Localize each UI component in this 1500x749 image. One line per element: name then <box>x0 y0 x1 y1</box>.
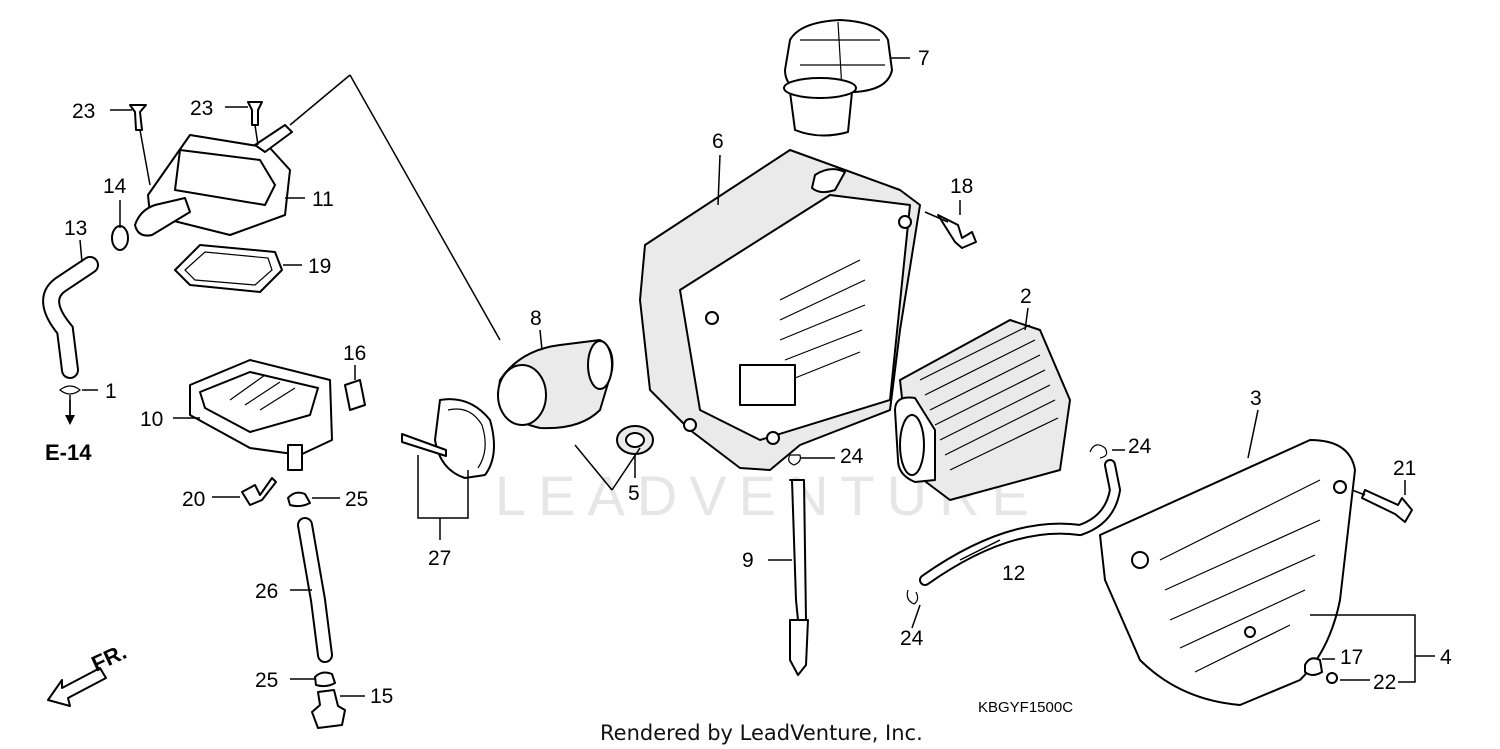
part-22-screw <box>1326 672 1338 684</box>
part-20-bolt <box>241 477 277 506</box>
callout-12: 12 <box>1002 562 1025 585</box>
callout-13: 13 <box>64 217 87 240</box>
part-9-drain-tube <box>789 479 809 676</box>
callout-20: 20 <box>182 488 205 511</box>
callout-8: 8 <box>530 307 542 330</box>
part-5-grommet <box>616 425 654 455</box>
callout-25-top: 25 <box>345 488 368 511</box>
callout-24-mid: 24 <box>840 445 864 468</box>
callout-7: 7 <box>918 47 930 70</box>
callout-1: 1 <box>105 380 117 403</box>
part-21-bolt <box>1361 489 1413 523</box>
callout-10: 10 <box>140 408 163 431</box>
callout-3: 3 <box>1250 387 1262 410</box>
part-1-clip <box>59 385 81 395</box>
callout-18: 18 <box>950 175 973 198</box>
callout-25-bottom: 25 <box>255 669 278 692</box>
callout-23-right: 23 <box>190 97 213 120</box>
part-23-screw-left <box>129 104 151 186</box>
callout-26: 26 <box>255 580 278 603</box>
part-24-clip-right <box>1089 444 1108 459</box>
callout-labels: 7 6 18 2 3 24 24 24 21 12 9 8 5 27 11 19… <box>45 47 1452 708</box>
callout-24-right: 24 <box>1128 435 1152 458</box>
part-26-hose <box>297 517 333 663</box>
part-15-drain-plug <box>311 689 346 729</box>
callout-27: 27 <box>428 547 451 570</box>
part-13-breather-hose <box>42 256 99 379</box>
figure-code: KBGYF1500C <box>978 699 1073 716</box>
part-10-breather-case <box>189 359 333 471</box>
part-27-band-clamp <box>401 398 495 479</box>
callout-24-lower: 24 <box>900 627 924 650</box>
callout-17: 17 <box>1340 646 1363 669</box>
callout-19: 19 <box>308 255 331 278</box>
part-17-grommet <box>1304 657 1323 676</box>
part-3-side-cover <box>1099 439 1356 706</box>
callout-22: 22 <box>1373 671 1396 694</box>
part-11-breather-cover <box>134 124 293 237</box>
callout-14: 14 <box>103 175 127 198</box>
callout-16: 16 <box>343 342 366 365</box>
part-25-clip-top <box>287 491 311 508</box>
part-24-clip-lower <box>906 589 919 605</box>
part-16-clip <box>344 379 366 411</box>
callout-11: 11 <box>312 188 334 211</box>
part-14-o-ring <box>111 225 129 251</box>
callout-15: 15 <box>370 685 393 708</box>
callout-4: 4 <box>1440 646 1452 669</box>
part-19-gasket <box>174 244 283 293</box>
part-25-clip-bottom <box>314 671 336 688</box>
part-23-screw-right <box>247 101 263 146</box>
front-direction-arrow: FR. <box>47 639 130 707</box>
credit-line: Rendered by LeadVenture, Inc. <box>600 721 923 745</box>
callout-5: 5 <box>628 482 640 505</box>
callout-6: 6 <box>712 130 724 153</box>
callout-2: 2 <box>1020 285 1032 308</box>
part-12-drain-tube <box>919 459 1122 586</box>
callout-23-left: 23 <box>72 100 95 123</box>
part-7-intake-duct <box>783 19 893 137</box>
e14-reference-arrow <box>65 400 75 425</box>
leader-lines <box>69 57 1435 697</box>
part-18-bolt <box>924 211 977 249</box>
part-8-connecting-tube <box>497 339 614 430</box>
part-6-air-cleaner-case <box>639 149 921 471</box>
callout-21: 21 <box>1393 457 1416 480</box>
reference-e14: E-14 <box>45 440 92 465</box>
part-2-air-filter-element <box>894 319 1071 501</box>
callout-9: 9 <box>742 549 754 572</box>
